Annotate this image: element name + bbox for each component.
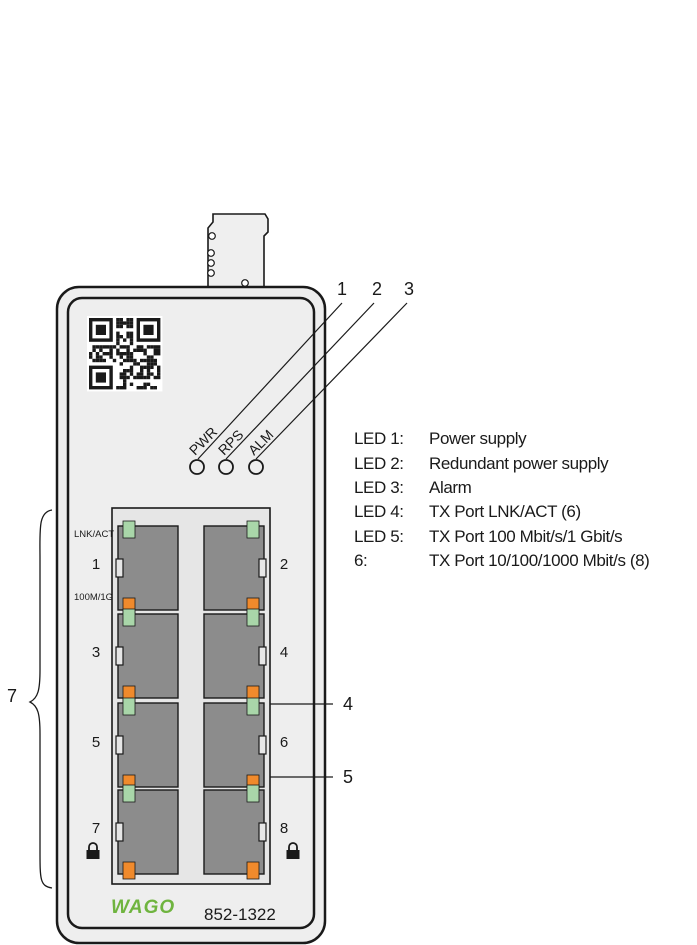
- lnk-act-led: [122, 520, 136, 539]
- rj45-port: [203, 697, 267, 793]
- rj45-port: [203, 608, 267, 704]
- model-number: 852-1322: [204, 905, 276, 924]
- port-number-2: 2: [280, 556, 288, 573]
- callout-3: 3: [404, 279, 414, 299]
- legend-key: 6:: [354, 551, 368, 571]
- lock-icon: [286, 842, 300, 859]
- rj45-port: [115, 784, 179, 880]
- legend-row: LED 3: Alarm: [354, 476, 649, 500]
- lnk-act-led: [246, 608, 260, 627]
- ports: [115, 520, 267, 880]
- led-alm: [248, 459, 264, 475]
- lnk-act-led: [122, 697, 136, 716]
- din-rail-clip: [207, 213, 269, 288]
- lnk-act-led: [246, 520, 260, 539]
- port-number-3: 3: [92, 644, 100, 661]
- port-number-6: 6: [280, 734, 288, 751]
- legend-key: LED 1:: [354, 429, 404, 449]
- port-group-brace: [28, 509, 53, 889]
- legend-value: Alarm: [429, 477, 472, 497]
- legend-value: Redundant power supply: [429, 453, 609, 473]
- legend-value: Power supply: [429, 429, 527, 449]
- callout-1: 1: [337, 279, 347, 299]
- callout-4: 4: [343, 694, 353, 714]
- led-pwr: [189, 459, 205, 475]
- legend-row: 6: TX Port 10/100/1000 Mbit/s (8): [354, 549, 650, 573]
- lnk-act-led: [122, 608, 136, 627]
- rj45-port: [203, 520, 267, 616]
- legend-key: LED 3:: [354, 477, 404, 497]
- legend-row: LED 1: Power supply: [354, 427, 649, 451]
- legend-value: TX Port LNK/ACT (6): [429, 502, 581, 522]
- legend-row: LED 4: TX Port LNK/ACT (6): [354, 500, 649, 524]
- speed-led: [122, 861, 136, 880]
- port-number-1: 1: [92, 556, 100, 573]
- lnk-act-label: LNK/ACT: [74, 529, 114, 540]
- port-number-8: 8: [280, 820, 288, 837]
- legend-row: LED 2: Redundant power supply: [354, 451, 649, 475]
- rj45-port: [115, 608, 179, 704]
- port-number-4: 4: [280, 644, 288, 661]
- lnk-act-led: [246, 784, 260, 803]
- led-rps: [218, 459, 234, 475]
- speed-label: 100M/1G: [74, 592, 113, 603]
- legend-value: TX Port 10/100/1000 Mbit/s (8): [429, 551, 650, 571]
- lnk-act-led: [122, 784, 136, 803]
- legend-key: LED 5:: [354, 526, 404, 546]
- legend-row: LED 5: TX Port 100 Mbit/s/1 Gbit/s: [354, 525, 649, 549]
- rj45-port: [115, 520, 179, 616]
- rj45-port: [115, 697, 179, 793]
- legend-value: TX Port 100 Mbit/s/1 Gbit/s: [429, 526, 623, 546]
- callout-5: 5: [343, 767, 353, 787]
- lock-icon: [86, 842, 100, 859]
- callout-7: 7: [7, 686, 17, 706]
- rj45-port: [203, 784, 267, 880]
- callout-2: 2: [372, 279, 382, 299]
- wago-logo: WAGO: [111, 897, 175, 918]
- qr-code: [87, 316, 163, 392]
- speed-led: [246, 861, 260, 880]
- port-number-5: 5: [92, 734, 100, 751]
- legend-key: LED 2:: [354, 453, 404, 473]
- port-number-7: 7: [92, 820, 100, 837]
- lnk-act-led: [246, 697, 260, 716]
- led-legend: LED 1: Power supply LED 2: Redundant power…: [354, 427, 650, 573]
- legend-key: LED 4:: [354, 502, 404, 522]
